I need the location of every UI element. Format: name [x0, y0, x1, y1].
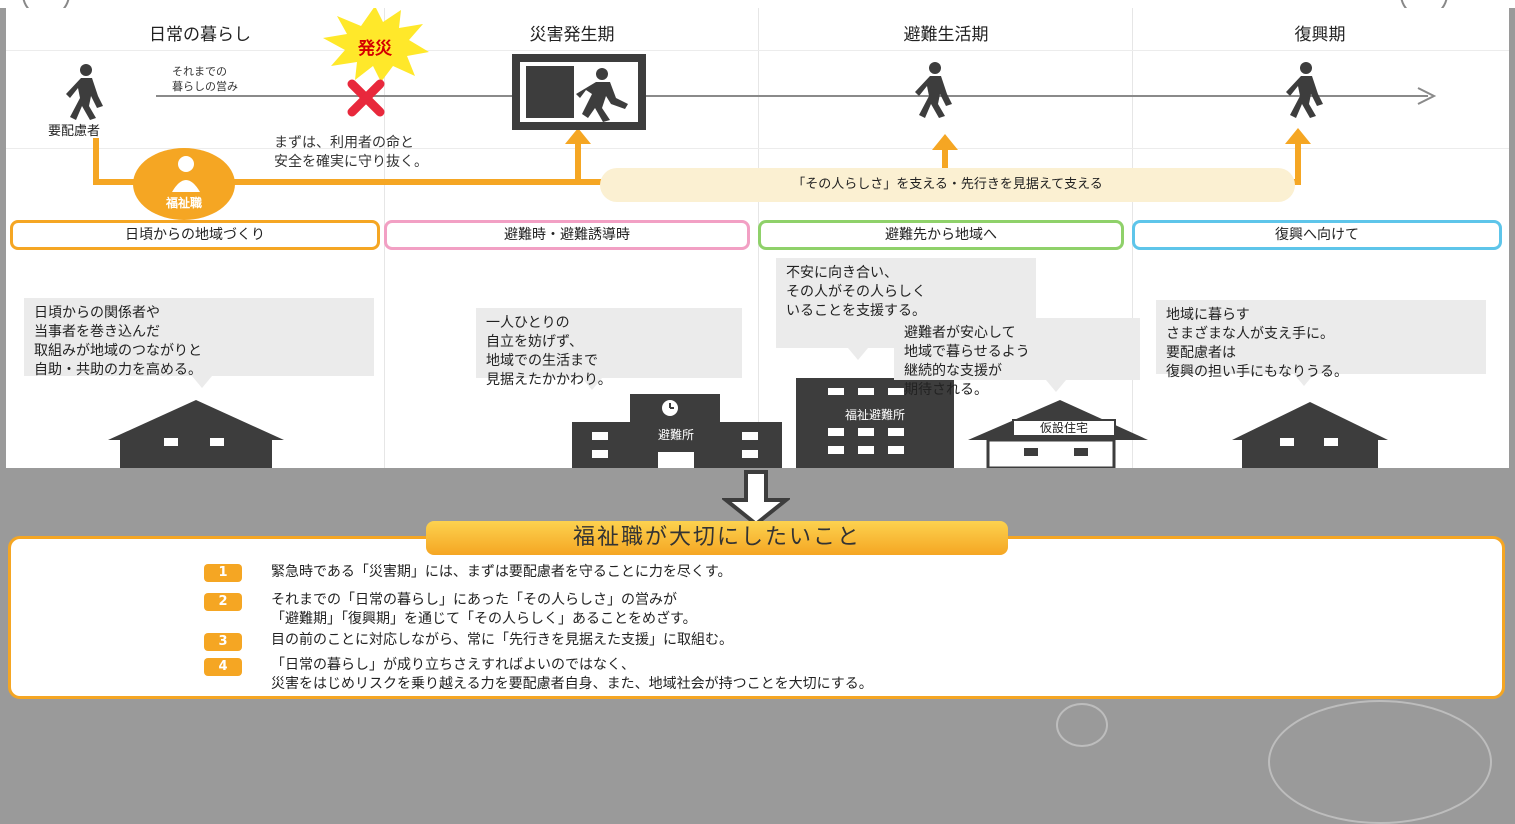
key-point-text: 「日常の暮らし」が成り立ちさえすればよいのではなく、 災害をはじめリスクを乗り越… — [271, 657, 873, 692]
phase-title-evacuation: 避難生活期 — [903, 25, 989, 45]
person-label: 要配慮者 — [48, 124, 101, 139]
item-number-badge: 2 — [204, 593, 242, 611]
background-bubble — [1056, 703, 1108, 747]
phase-title-recovery: 復興期 — [1294, 25, 1346, 45]
temporary-housing-label: 仮設住宅 — [1012, 419, 1116, 437]
disaster-burst-icon — [323, 8, 429, 82]
key-point-text: 目の前のことに対応しながら、常に「先行きを見据えた支援」に取組む。 — [271, 632, 733, 648]
social-worker-icon — [172, 156, 200, 192]
timeline-arrows — [66, 54, 1437, 468]
key-points-panel: 1 緊急時である「災害期」には、まずは要配慮者を守ることに力を尽くす。 2 それ… — [8, 536, 1505, 699]
walking-person-icon — [1286, 62, 1323, 118]
key-point-text: 緊急時である「災害期」には、まずは要配慮者を守ることに力を尽くす。 — [271, 564, 732, 580]
shelter-label: 避難所 — [657, 428, 694, 442]
bubble-evacuation-bottom: 避難者が安心して 地域で暮らせるよう 継続的な支援が 期待される。 — [894, 318, 1140, 398]
social-worker-label: 福祉職 — [165, 196, 202, 210]
bubble-recovery: 地域に暮らす さまざまな人が支え手に。 要配慮者は 復興の担い手にもなりうる。 — [1156, 300, 1486, 380]
activity-recovery: 復興へ向けて — [1132, 220, 1502, 250]
house-icon — [1232, 402, 1388, 468]
welfare-shelter-building-icon — [796, 378, 954, 468]
item-number-badge: 4 — [204, 658, 242, 676]
walking-person-icon — [66, 64, 103, 120]
emergency-exit-icon — [512, 54, 646, 130]
key-point-text: それまでの「日常の暮らし」にあった「その人らしさ」の営みが 「避難期」「復興期」… — [271, 592, 697, 627]
first-priority-note: まずは、利用者の命と 安全を確実に守り抜く。 — [274, 135, 428, 170]
burst-label: 発災 — [358, 39, 392, 59]
activity-daily: 日頃からの地域づくり — [10, 220, 380, 250]
welfare-shelter-label: 福祉避難所 — [844, 408, 905, 422]
cross-icon — [347, 79, 385, 117]
phase-title-daily: 日常の暮らし — [149, 25, 251, 45]
bubble-daily: 日頃からの関係者や 当事者を巻き込んだ 取組みが地域のつながりと 自助・共助の力… — [24, 298, 374, 378]
row-divider — [6, 148, 1509, 149]
top-frame — [0, 0, 1515, 8]
support-pill: 「その人らしさ」を支える・先行きを見据えて支える — [600, 168, 1295, 202]
background-bubble — [1268, 700, 1492, 824]
walking-person-icon — [915, 62, 952, 118]
bubble-disaster: 一人ひとりの 自立を妨げず、 地域での生活まで 見据えたかかわり。 — [476, 308, 742, 388]
key-points-heading: 福祉職が大切にしたいこと — [426, 521, 1008, 555]
activity-evacuation: 避難先から地域へ — [758, 220, 1124, 250]
row-divider — [6, 50, 1509, 51]
timeline-diagram: 日常の暮らし 災害発生期 避難生活期 復興期 発災 — [6, 8, 1509, 468]
item-number-badge: 3 — [204, 633, 242, 651]
house-icon — [108, 400, 284, 468]
life-note: それまでの 暮らしの営み — [172, 65, 238, 93]
activity-disaster: 避難時・避難誘導時 — [384, 220, 750, 250]
down-arrow-icon — [722, 470, 790, 526]
item-number-badge: 1 — [204, 564, 242, 582]
phase-title-disaster: 災害発生期 — [529, 25, 615, 45]
